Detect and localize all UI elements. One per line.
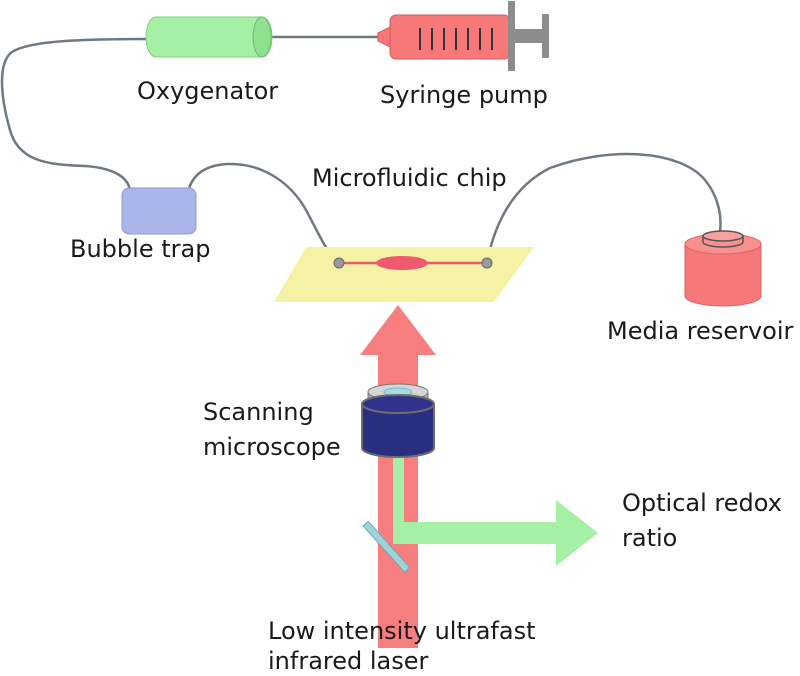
label-optical-redox-line2: ratio [622, 524, 678, 552]
label-optical-redox-line1: Optical redox [622, 489, 782, 517]
label-scanning-microscope-line2: microscope [203, 433, 341, 461]
oxygenator [145, 16, 273, 58]
label-syringe-pump: Syringe pump [380, 81, 548, 109]
oxygenator-end-cap [252, 16, 272, 58]
dichroic-mirror [362, 520, 411, 573]
label-media-reservoir: Media reservoir [607, 317, 794, 345]
reservoir-body [684, 243, 762, 307]
label-microfluidic-chip: Microfluidic chip [312, 164, 507, 192]
label-bubble-trap: Bubble trap [70, 235, 211, 263]
syringe-graduations [419, 28, 493, 50]
chip-chamber [376, 256, 428, 270]
syringe-pump [377, 1, 549, 71]
chip-slide [274, 247, 534, 302]
microfluidic-chip [274, 247, 534, 302]
emission-beam-arrowhead [556, 500, 598, 566]
laser-beam-arrowhead [360, 305, 436, 355]
media-reservoir [684, 230, 762, 307]
label-laser-line1: Low intensity ultrafast [268, 617, 536, 645]
tubing-bubble-trap-to-chip [186, 162, 340, 264]
tubing-oxygenator-to-bubble-trap [0, 37, 150, 192]
tubing [0, 35, 722, 264]
syringe-plunger-cap [542, 14, 549, 58]
syringe-flange [508, 1, 515, 71]
chip-inlet-port [333, 257, 345, 269]
label-scanning-microscope-line1: Scanning [203, 398, 314, 426]
microscope-objective [361, 383, 435, 458]
tubing-chip-to-reservoir [485, 152, 722, 264]
label-laser-line2: infrared laser [268, 647, 429, 675]
emission-beam [393, 450, 598, 566]
reservoir-cap-top [702, 230, 744, 242]
syringe-plunger-rod [514, 29, 544, 43]
chip-outlet-port [481, 257, 493, 269]
emission-beam-path [393, 450, 560, 544]
objective-body [361, 403, 435, 458]
objective-body-top [361, 394, 435, 414]
bubble-trap [121, 187, 197, 235]
label-oxygenator: Oxygenator [137, 77, 279, 105]
